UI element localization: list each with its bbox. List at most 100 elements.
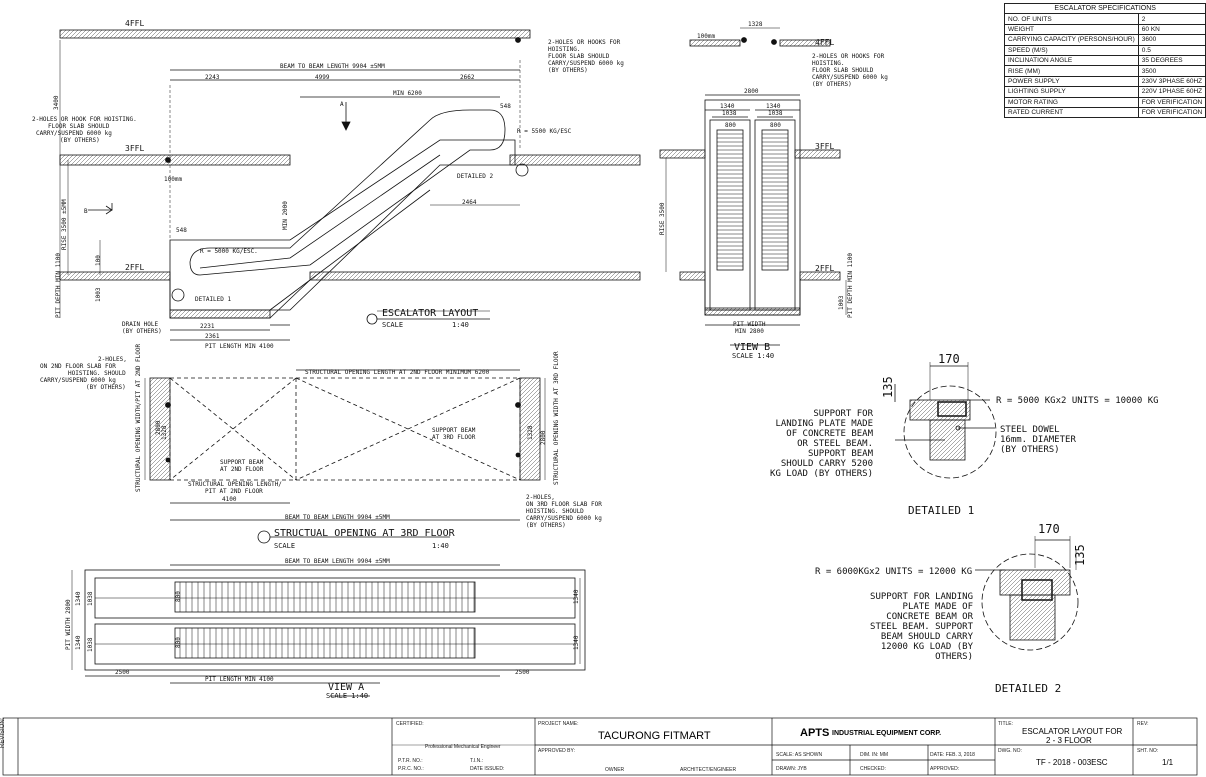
viewa-dim-2500-a: 2500 xyxy=(115,669,130,676)
company-logo: APTS xyxy=(800,727,830,739)
project-name-label: PROJECT NAME: xyxy=(538,721,579,727)
sheet-no-label: SHT. NO: xyxy=(1137,748,1159,754)
opening-scale-value: 1:40 xyxy=(432,542,449,550)
spec-row: SPEED (M/S)0.5 xyxy=(1004,44,1206,56)
svg-text:SUPPORT FOR LANDING: SUPPORT FOR LANDING xyxy=(870,592,973,602)
owner-label: OWNER xyxy=(605,767,625,773)
support-2nd-2: AT 2ND FLOOR xyxy=(220,466,264,473)
pit-depth: PIT DEPTH MIN 1100 xyxy=(55,253,62,318)
engineer-label: Professional Mechanical Engineer xyxy=(425,744,501,750)
prc-label: P.R.C. NO.: xyxy=(398,766,424,772)
svg-text:OTHERS): OTHERS) xyxy=(935,652,973,662)
svg-text:BEAM SHOULD CARRY: BEAM SHOULD CARRY xyxy=(881,632,974,642)
dwg-no-label: DWG. NO: xyxy=(998,748,1022,754)
viewa-dim-1340-c: 1340 xyxy=(573,589,580,604)
certified-label: CERTIFIED: xyxy=(396,721,424,727)
opening-length: STRUCTURAL OPENING LENGTH AT 2ND FLOOR M… xyxy=(305,369,490,376)
layout-title: ESCALATOR LAYOUT xyxy=(382,308,478,319)
dim-2361: 2361 xyxy=(205,333,220,340)
dim-2243: 2243 xyxy=(205,74,220,81)
d1-title: DETAILED 1 xyxy=(908,504,974,517)
svg-text:CARRY/SUSPEND 6000 kg: CARRY/SUSPEND 6000 kg xyxy=(40,377,116,384)
viewb-dim-1340-left: 1340 xyxy=(720,103,735,110)
drain-hole-1: DRAIN HOLE xyxy=(122,321,159,328)
d1-support-note: SUPPORT FOR LANDING PLATE MADE OF CONCRE… xyxy=(770,409,874,479)
detailed-2-ref: DETAILED 2 xyxy=(457,173,494,180)
detail-2 xyxy=(975,536,1079,651)
svg-text:ON 3RD FLOOR SLAB FOR: ON 3RD FLOOR SLAB FOR xyxy=(526,501,602,508)
viewb-dim-1003: 1003 xyxy=(838,295,845,310)
drain-hole-2: (BY OTHERS) xyxy=(122,328,162,335)
svg-text:12000 KG LOAD (BY: 12000 KG LOAD (BY xyxy=(881,642,974,652)
viewa-pit-width: PIT WIDTH 2800 xyxy=(65,599,72,650)
opening-scale: SCALE xyxy=(274,542,295,550)
drawing-title-line2: 2 - 3 FLOOR xyxy=(1046,736,1092,745)
svg-text:SUPPORT FOR: SUPPORT FOR xyxy=(813,409,873,419)
svg-text:HOISTING. SHOULD: HOISTING. SHOULD xyxy=(68,370,126,377)
opening-width-left: STRUCTURAL OPENING WIDTH/PIT AT 2ND FLOO… xyxy=(135,344,142,492)
pit-len-1: STRUCTURAL OPENING LENGTH/ xyxy=(188,481,282,488)
drawing-title-line1: ESCALATOR LAYOUT FOR xyxy=(1022,727,1123,736)
spec-row: CARRYING CAPACITY (PERSONS/HOUR)3600 xyxy=(1004,34,1206,46)
svg-text:2-HOLES,: 2-HOLES, xyxy=(526,494,555,501)
rev-label: REV: xyxy=(1137,721,1149,727)
opening-width-right: STRUCTURAL OPENING WIDTH AT 3RD FLOOR xyxy=(553,351,560,485)
checked-field: CHECKED: xyxy=(860,766,886,772)
viewb-rise: RISE 3500 xyxy=(659,202,666,235)
viewb-title: VIEW B xyxy=(734,342,770,353)
svg-text:CONCRETE BEAM OR: CONCRETE BEAM OR xyxy=(886,612,973,622)
dim-2662: 2662 xyxy=(460,74,475,81)
svg-text:(BY OTHERS): (BY OTHERS) xyxy=(548,67,588,74)
dim-2231: 2231 xyxy=(200,323,215,330)
svg-text:CARRY/SUSPEND 6000 kg: CARRY/SUSPEND 6000 kg xyxy=(812,74,888,81)
svg-text:OF CONCRETE BEAM: OF CONCRETE BEAM xyxy=(786,429,873,439)
d2-load: R = 6000KGx2 UNITS = 12000 KG xyxy=(815,567,972,577)
architect-label: ARCHITECT/ENGINEER xyxy=(680,767,737,773)
dim-1003: 1003 xyxy=(95,287,102,302)
spec-row: RISE (MM)3500 xyxy=(1004,65,1206,77)
ffl3-label: 3FFL xyxy=(125,144,144,153)
svg-text:HOISTING.: HOISTING. xyxy=(548,46,581,53)
viewa-dim-1038-a: 1038 xyxy=(87,591,94,606)
dim-4999: 4999 xyxy=(315,74,330,81)
date-issued-label: DATE ISSUED: xyxy=(470,766,505,772)
opening-dim-1328-left: 1328 xyxy=(161,425,168,440)
hook-note-right: 2-HOLES OR HOOKS FOR HOISTING. FLOOR SLA… xyxy=(548,39,624,74)
beam-length-dim: BEAM TO BEAM LENGTH 9904 ±5MM xyxy=(280,63,385,70)
svg-text:2-HOLES,: 2-HOLES, xyxy=(98,356,127,363)
support-2nd-1: SUPPORT BEAM xyxy=(220,459,264,466)
view-b xyxy=(659,27,847,346)
d1-dim-170: 170 xyxy=(938,352,960,366)
svg-text:(BY OTHERS): (BY OTHERS) xyxy=(86,384,126,391)
escalator-layout-view xyxy=(59,29,641,341)
svg-text:(BY OTHERS): (BY OTHERS) xyxy=(526,522,566,529)
dim-field: DIM. IN: MM xyxy=(860,752,889,758)
revision-label: REVISION: xyxy=(0,717,6,748)
svg-text:2-HOLES OR HOOK FOR HOISTING.: 2-HOLES OR HOOK FOR HOISTING. xyxy=(32,116,137,123)
d2-dim-135: 135 xyxy=(1073,544,1087,566)
load-bottom: R = 5000 KG/ESC. xyxy=(200,248,258,255)
dim-548-top: 548 xyxy=(500,103,511,110)
drawn-field: DRAWN: JYB xyxy=(776,766,807,772)
svg-text:FLOOR SLAB SHOULD: FLOOR SLAB SHOULD xyxy=(812,67,874,74)
svg-text:CARRY/SUSPEND 6000 kg: CARRY/SUSPEND 6000 kg xyxy=(548,60,624,67)
dim-min-2000: MIN 2000 xyxy=(282,201,289,230)
svg-text:STEEL DOWEL: STEEL DOWEL xyxy=(1000,425,1060,435)
viewa-pit-length: PIT LENGTH MIN 4100 xyxy=(205,676,274,683)
d2-dim-170: 170 xyxy=(1038,522,1060,536)
ffl2-label: 2FFL xyxy=(125,263,144,272)
dim-548-bottom: 548 xyxy=(176,227,187,234)
viewb-dim-1340-right: 1340 xyxy=(766,103,781,110)
viewb-dim-800-left: 800 xyxy=(725,122,736,129)
svg-text:2-HOLES OR HOOKS FOR: 2-HOLES OR HOOKS FOR xyxy=(548,39,621,46)
d2-support-note: SUPPORT FOR LANDING PLATE MADE OF CONCRE… xyxy=(870,592,974,662)
title-block: REVISION: CERTIFIED: Professional Mechan… xyxy=(0,716,1200,777)
scale-field: SCALE: AS SHOWN xyxy=(776,752,823,758)
pit-len-2: PIT AT 2ND FLOOR xyxy=(205,488,263,495)
pit-length: PIT LENGTH MIN 4100 xyxy=(205,343,274,350)
svg-text:SHOULD CARRY 5200: SHOULD CARRY 5200 xyxy=(781,459,873,469)
